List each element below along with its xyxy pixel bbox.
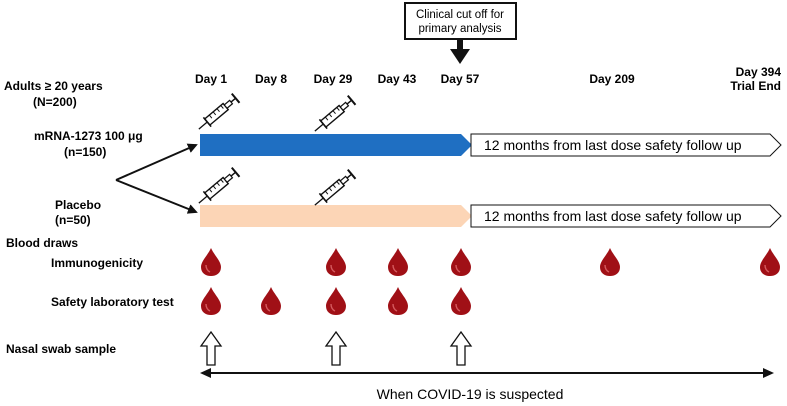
randomize-arrow-mrna: [115, 143, 198, 181]
covid-window-left-head: [200, 368, 211, 378]
cutoff-arrow-head: [450, 49, 470, 64]
population-count: (N=200): [33, 95, 77, 109]
mrna-arm-label: mRNA-1273 100 μg: [34, 129, 143, 143]
blood-drop-icon: [325, 286, 347, 316]
mrna-followup-text: 12 months from last dose safety follow u…: [484, 137, 742, 153]
blood-drop-icon: [599, 247, 621, 277]
blood-drop-icon: [200, 286, 222, 316]
safety-lab-label: Safety laboratory test: [51, 295, 174, 309]
population-label: Adults ≥ 20 years: [4, 79, 103, 93]
blood-drop-icon: [387, 247, 409, 277]
randomize-arrow-placebo: [115, 179, 198, 214]
mrna-followup-arrow: [470, 133, 782, 157]
placebo-followup-text: 12 months from last dose safety follow u…: [484, 208, 742, 224]
up-arrow-icon: [325, 331, 347, 366]
cutoff-callout: Clinical cut off for primary analysis: [404, 2, 517, 64]
cutoff-line2: primary analysis: [418, 23, 501, 35]
placebo-arm-count: (n=50): [55, 213, 91, 227]
mrna-treatment-bar: [200, 134, 472, 156]
up-arrow-icon: [450, 331, 472, 366]
placebo-arm-label: Placebo: [55, 198, 101, 212]
covid-note: When COVID-19 is suspected: [377, 386, 564, 402]
nasal-swab-label: Nasal swab sample: [6, 342, 116, 356]
blood-drop-icon: [260, 286, 282, 316]
cutoff-arrow-shaft: [457, 39, 463, 49]
syringe-icon: [309, 168, 357, 211]
syringe-icon: [193, 92, 241, 135]
day-1-label: Day 1: [195, 72, 227, 86]
cutoff-line1: Clinical cut off for: [416, 9, 504, 21]
syringe-icon: [309, 94, 357, 137]
blood-drop-icon: [759, 247, 781, 277]
blood-drop-icon: [450, 247, 472, 277]
syringe-icon: [193, 166, 241, 209]
blood-drop-icon: [325, 247, 347, 277]
day-209-label: Day 209: [589, 72, 635, 86]
day-8-label: Day 8: [255, 72, 287, 86]
immunogenicity-label: Immunogenicity: [51, 256, 143, 270]
placebo-treatment-bar: [200, 205, 472, 227]
blood-drop-icon: [450, 286, 472, 316]
day-43-label: Day 43: [378, 72, 417, 86]
day-29-label: Day 29: [314, 72, 353, 86]
day-57-label: Day 57: [441, 72, 480, 86]
day-394-label: Day 394: [736, 65, 782, 79]
blood-drop-icon: [387, 286, 409, 316]
up-arrow-icon: [200, 331, 222, 366]
mrna-arm-count: (n=150): [64, 145, 106, 159]
blood-draws-label: Blood draws: [6, 236, 78, 250]
blood-drop-icon: [200, 247, 222, 277]
placebo-followup-arrow: [470, 204, 782, 228]
covid-window-right-head: [763, 368, 774, 378]
trial-end-label: Trial End: [730, 79, 781, 93]
